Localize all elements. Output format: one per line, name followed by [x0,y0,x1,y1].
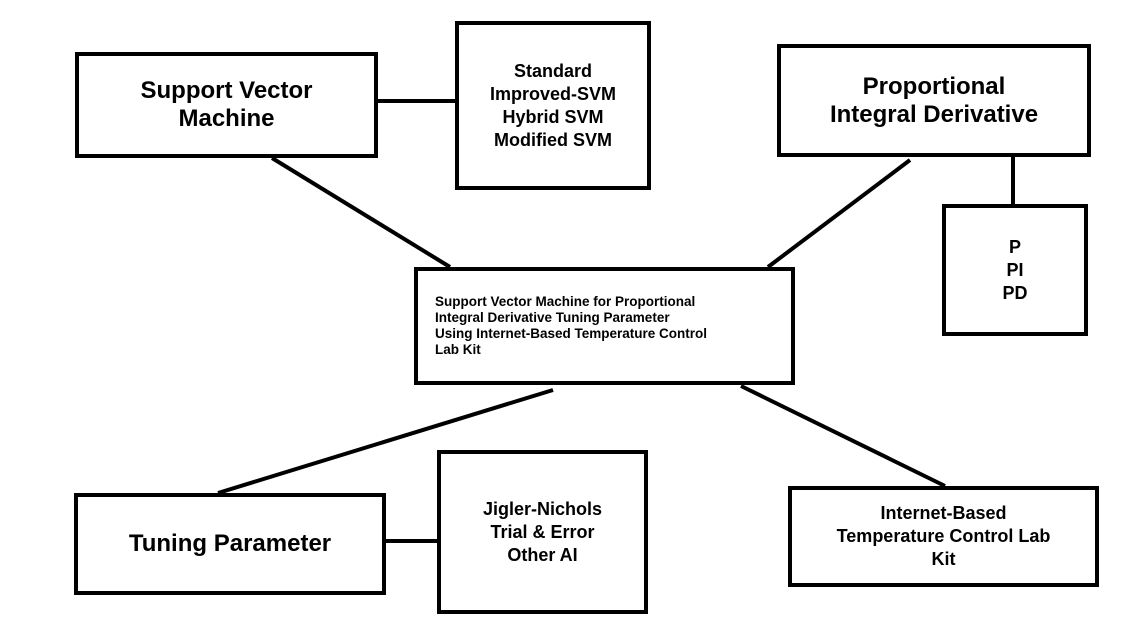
edge-center-to-labkit [740,384,946,488]
node-central-topic: Support Vector Machine for Proportional … [414,267,795,385]
node-svm-variants: Standard Improved-SVM Hybrid SVM Modifie… [455,21,651,190]
node-support-vector-machine: Support Vector Machine [75,52,378,158]
node-pid-variants-label: P PI PD [1002,236,1028,303]
node-svm-variants-label: Standard Improved-SVM Hybrid SVM Modifie… [489,60,617,150]
node-pid-label: Proportional Integral Derivative [829,72,1039,128]
node-central-topic-label: Support Vector Machine for Proportional … [435,294,708,357]
edge-svm-to-center [270,156,452,269]
node-pid-variants: P PI PD [942,204,1088,336]
node-lab-kit: Internet-Based Temperature Control Lab K… [788,486,1099,587]
node-proportional-integral-derivative: Proportional Integral Derivative [777,44,1091,157]
node-support-vector-machine-label: Support Vector Machine [140,77,313,132]
edge-center-to-tuning [217,388,554,495]
node-tuning-parameter-label: Tuning Parameter [128,530,332,557]
node-tuning-methods: Jigler-Nichols Trial & Error Other AI [437,450,648,614]
edge-pid-to-center [766,158,912,269]
node-tuning-parameter: Tuning Parameter [74,493,386,595]
node-tuning-methods-label: Jigler-Nichols Trial & Error Other AI [482,498,603,565]
node-lab-kit-label: Internet-Based Temperature Control Lab K… [836,503,1051,569]
